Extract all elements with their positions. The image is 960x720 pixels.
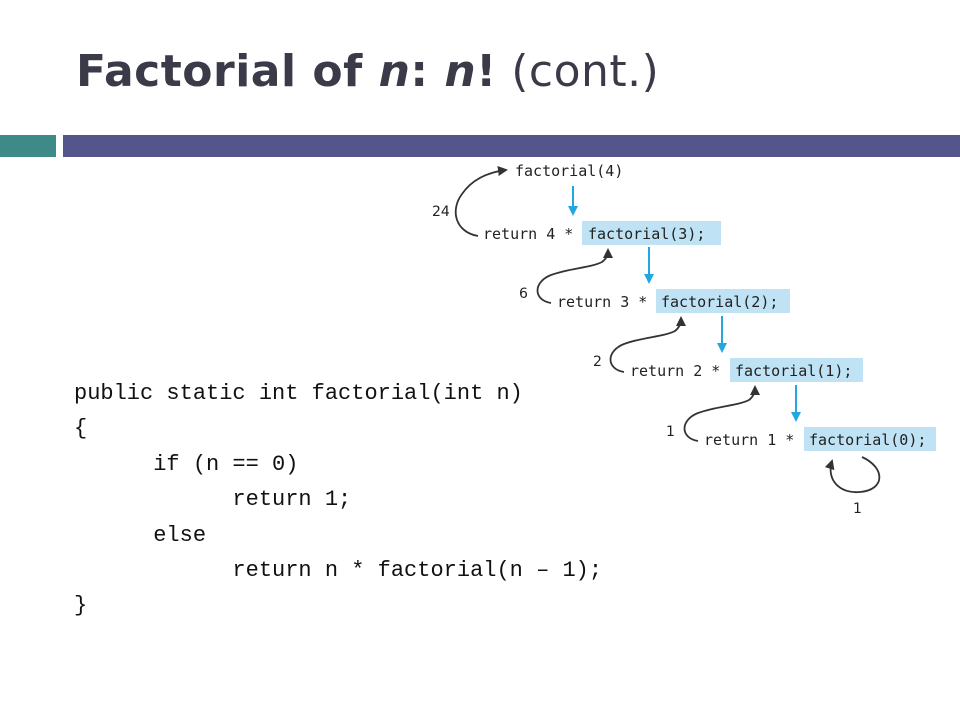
code-line: { <box>74 416 88 442</box>
base-value-label: 1 <box>853 501 862 517</box>
title-bang: ! <box>476 46 497 97</box>
value-label-24: 24 <box>432 204 450 220</box>
call-text-3: factorial(3); <box>588 225 705 243</box>
call-text-0: factorial(0); <box>809 431 926 449</box>
base-case-loop-arrow <box>824 456 881 493</box>
accent-bar-right <box>63 135 960 157</box>
highlight-factorial-3 <box>582 221 721 245</box>
code-line: else <box>74 522 207 548</box>
return-arrow-24 <box>454 166 508 237</box>
code-block: public static int factorial(int n) { if … <box>74 376 602 624</box>
top-call-text: factorial(4) <box>515 162 623 180</box>
title-cont: (cont.) <box>496 46 660 97</box>
return-text-2: return 2 * <box>630 362 729 380</box>
return-text-4: return 4 * <box>483 225 582 243</box>
return-arrow-6 <box>536 248 613 304</box>
code-line: } <box>74 593 88 619</box>
code-line: return 1; <box>74 487 352 513</box>
return-arrow-2 <box>609 316 686 373</box>
accent-bar-left <box>0 135 56 157</box>
call-text-2: factorial(2); <box>661 293 778 311</box>
value-label-2: 2 <box>593 354 602 370</box>
slide-title: Factorial of n: n! (cont.) <box>76 46 659 97</box>
value-label-6: 6 <box>519 286 528 302</box>
highlight-factorial-0 <box>804 427 936 451</box>
title-n-italic-2: n <box>444 46 477 97</box>
return-text-3: return 3 * <box>557 293 656 311</box>
return-text-1: return 1 * <box>704 431 803 449</box>
call-text-1: factorial(1); <box>735 362 852 380</box>
title-n-italic: n <box>378 46 411 97</box>
highlight-factorial-1 <box>730 358 863 382</box>
title-text: Factorial of <box>76 46 379 97</box>
title-colon: : <box>410 46 445 97</box>
code-line: return n * factorial(n – 1); <box>74 557 603 583</box>
value-label-1: 1 <box>666 424 675 440</box>
highlight-factorial-2 <box>656 289 790 313</box>
return-arrow-1 <box>683 385 760 442</box>
code-line: if (n == 0) <box>74 451 299 477</box>
code-line: public static int factorial(int n) <box>74 381 523 406</box>
